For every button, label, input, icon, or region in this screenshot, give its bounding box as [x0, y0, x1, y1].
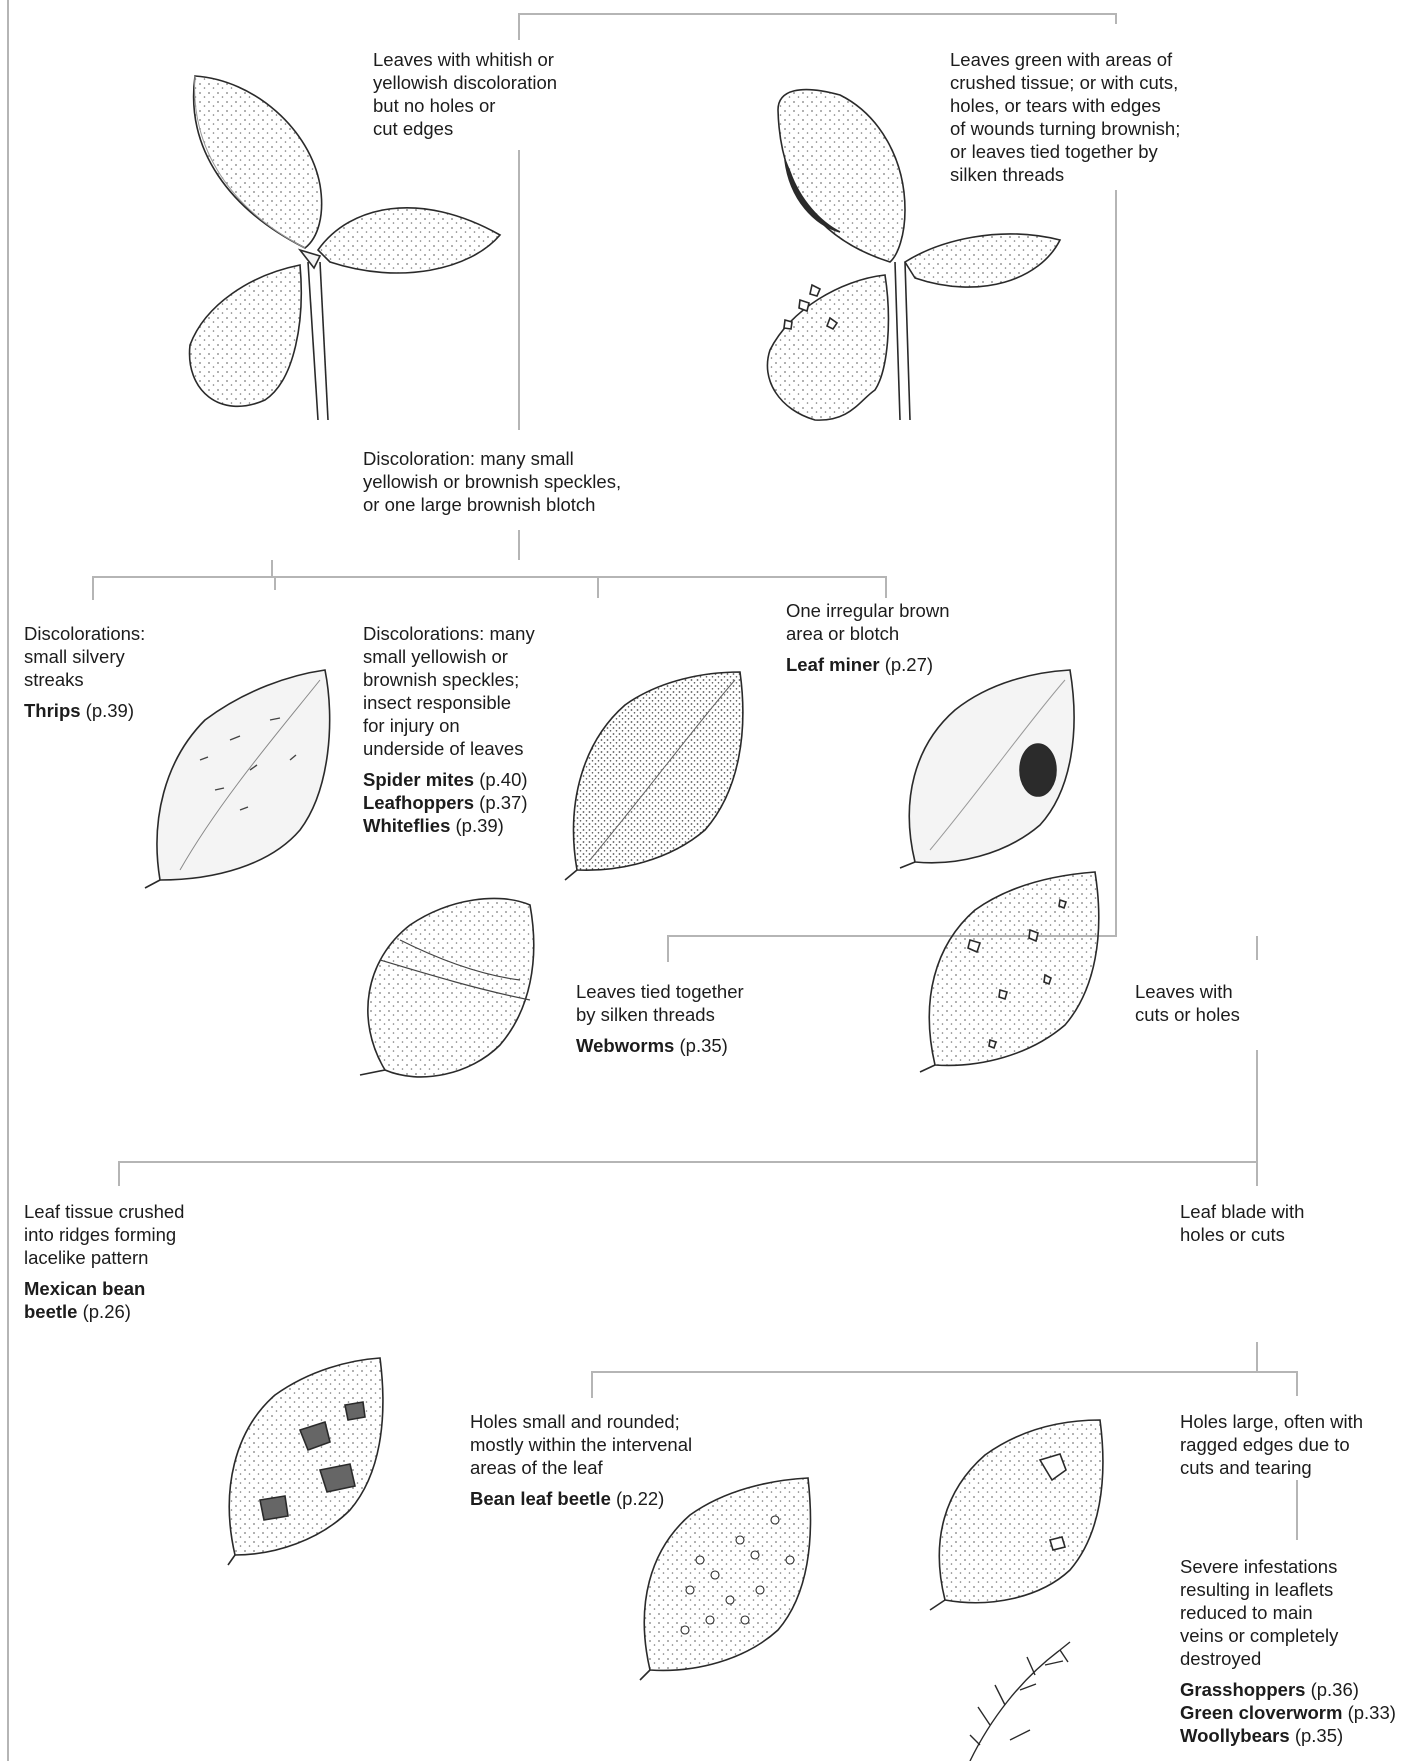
node-whitish-text: Leaves with whitish or yellowish discolo… [373, 48, 673, 140]
pest-page: (p.39) [86, 700, 134, 721]
pest-thrips: Thrips (p.39) [24, 699, 224, 722]
node-large-holes: Holes large, often with ragged edges due… [1180, 1410, 1420, 1479]
pest-green-cloverworm: Green cloverworm (p.33) [1180, 1701, 1425, 1724]
node-tied-threads: Leaves tied together by silken threads W… [576, 980, 816, 1057]
pest-webworms: Webworms (p.35) [576, 1034, 816, 1057]
leaf-skeletonized-illustration [970, 1642, 1070, 1761]
pest-woollybears: Woollybears (p.35) [1180, 1724, 1425, 1747]
node-green-text: Leaves green with areas of crushed tissu… [950, 48, 1270, 186]
node-green-crushed: Leaves green with areas of crushed tissu… [950, 48, 1270, 186]
node-thrips-text: Discolorations: small silvery streaks [24, 622, 224, 691]
leaf-lacelike-illustration [228, 1358, 383, 1565]
node-thrips: Discolorations: small silvery streaks Th… [24, 622, 224, 722]
leaf-with-holes-illustration [920, 872, 1099, 1072]
node-severe-infestations: Severe infestations resulting in leaflet… [1180, 1555, 1425, 1747]
node-blade-text: Leaf blade with holes or cuts [1180, 1200, 1380, 1246]
node-speckles-text: Discolorations: many small yellowish or … [363, 622, 603, 760]
leaf-ragged-holes-illustration [930, 1420, 1103, 1610]
pest-name: Spider mites [363, 769, 474, 790]
pest-name: Grasshoppers [1180, 1679, 1305, 1700]
node-leaf-blade: Leaf blade with holes or cuts [1180, 1200, 1380, 1246]
leaf-webbed-illustration [360, 898, 534, 1076]
node-crushed-text: Leaf tissue crushed into ridges forming … [24, 1200, 254, 1269]
pest-page: (p.35) [1295, 1725, 1343, 1746]
node-large-holes-text: Holes large, often with ragged edges due… [1180, 1410, 1420, 1479]
pest-name: Bean leaf beetle [470, 1488, 611, 1509]
pest-name: Leaf miner [786, 654, 880, 675]
pest-list-speckles: Spider mites (p.40) Leafhoppers (p.37) W… [363, 768, 603, 837]
node-crushed-ridges: Leaf tissue crushed into ridges forming … [24, 1200, 254, 1323]
pest-list-severe: Grasshoppers (p.36) Green cloverworm (p.… [1180, 1678, 1425, 1747]
node-blotch: One irregular brown area or blotch Leaf … [786, 599, 1026, 676]
pest-leaf-miner: Leaf miner (p.27) [786, 653, 1026, 676]
pest-page: (p.35) [680, 1035, 728, 1056]
pest-name: Whiteflies [363, 815, 450, 836]
pest-page: (p.27) [885, 654, 933, 675]
pest-page: (p.33) [1348, 1702, 1396, 1723]
pest-page: (p.36) [1311, 1679, 1359, 1700]
node-whitish-discoloration: Leaves with whitish or yellowish discolo… [373, 48, 673, 140]
pest-name: Woollybears [1180, 1725, 1290, 1746]
pest-grasshoppers: Grasshoppers (p.36) [1180, 1678, 1425, 1701]
node-small-holes-text: Holes small and rounded; mostly within t… [470, 1410, 790, 1479]
pest-whiteflies: Whiteflies (p.39) [363, 814, 603, 837]
pest-name: Leafhoppers [363, 792, 474, 813]
pest-name: Webworms [576, 1035, 674, 1056]
pest-page: (p.37) [479, 792, 527, 813]
node-cuts-holes: Leaves with cuts or holes [1135, 980, 1335, 1026]
node-discoloration: Discoloration: many small yellowish or b… [363, 447, 703, 516]
pest-leafhoppers: Leafhoppers (p.37) [363, 791, 603, 814]
pest-name: Thrips [24, 700, 81, 721]
node-tied-text: Leaves tied together by silken threads [576, 980, 816, 1026]
pest-page: (p.40) [479, 769, 527, 790]
node-severe-text: Severe infestations resulting in leaflet… [1180, 1555, 1425, 1670]
leaf-miner-blotch-illustration [900, 670, 1074, 868]
node-discoloration-text: Discoloration: many small yellowish or b… [363, 447, 703, 516]
node-speckles: Discolorations: many small yellowish or … [363, 622, 603, 837]
pest-page: (p.26) [83, 1301, 131, 1322]
pest-name: Green cloverworm [1180, 1702, 1342, 1723]
pest-page: (p.39) [456, 815, 504, 836]
pest-bean-leaf-beetle: Bean leaf beetle (p.22) [470, 1487, 790, 1510]
node-small-holes: Holes small and rounded; mostly within t… [470, 1410, 790, 1510]
pest-page: (p.22) [616, 1488, 664, 1509]
node-cuts-text: Leaves with cuts or holes [1135, 980, 1335, 1026]
pest-mexican-bean-beetle: Mexican bean beetle (p.26) [24, 1277, 254, 1323]
pest-spider-mites: Spider mites (p.40) [363, 768, 603, 791]
node-blotch-text: One irregular brown area or blotch [786, 599, 1026, 645]
